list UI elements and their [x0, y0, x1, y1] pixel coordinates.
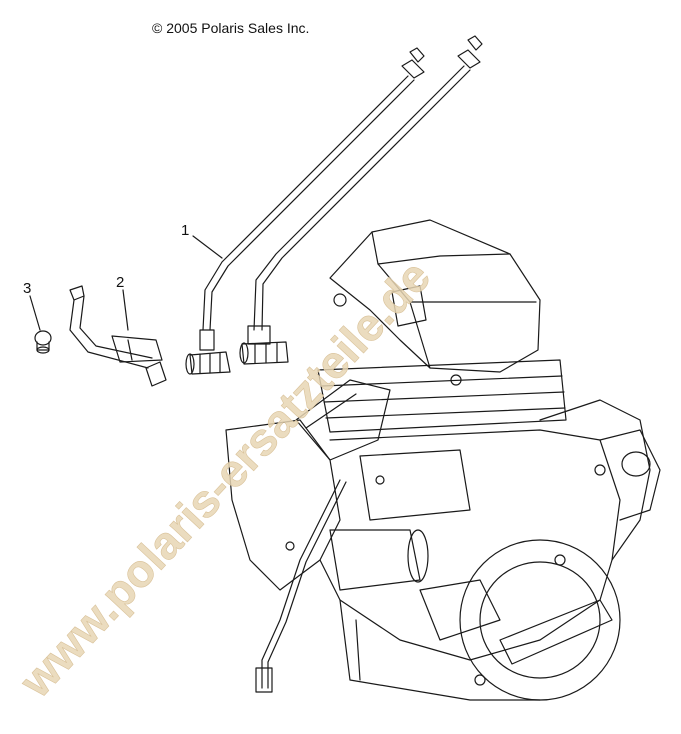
leader-lines — [29, 235, 223, 331]
part-2-vent-hose — [69, 285, 167, 387]
part-3-bolt — [34, 330, 52, 354]
part-1-cable-right — [239, 35, 483, 365]
callout-2-label: 2 — [116, 274, 125, 291]
callout-1-label: 1 — [181, 222, 190, 239]
callout-3-label: 3 — [23, 280, 32, 297]
copyright-text: © 2005 Polaris Sales Inc. — [152, 20, 310, 36]
engine-block — [225, 219, 661, 701]
part-1-cable-left — [185, 47, 425, 375]
